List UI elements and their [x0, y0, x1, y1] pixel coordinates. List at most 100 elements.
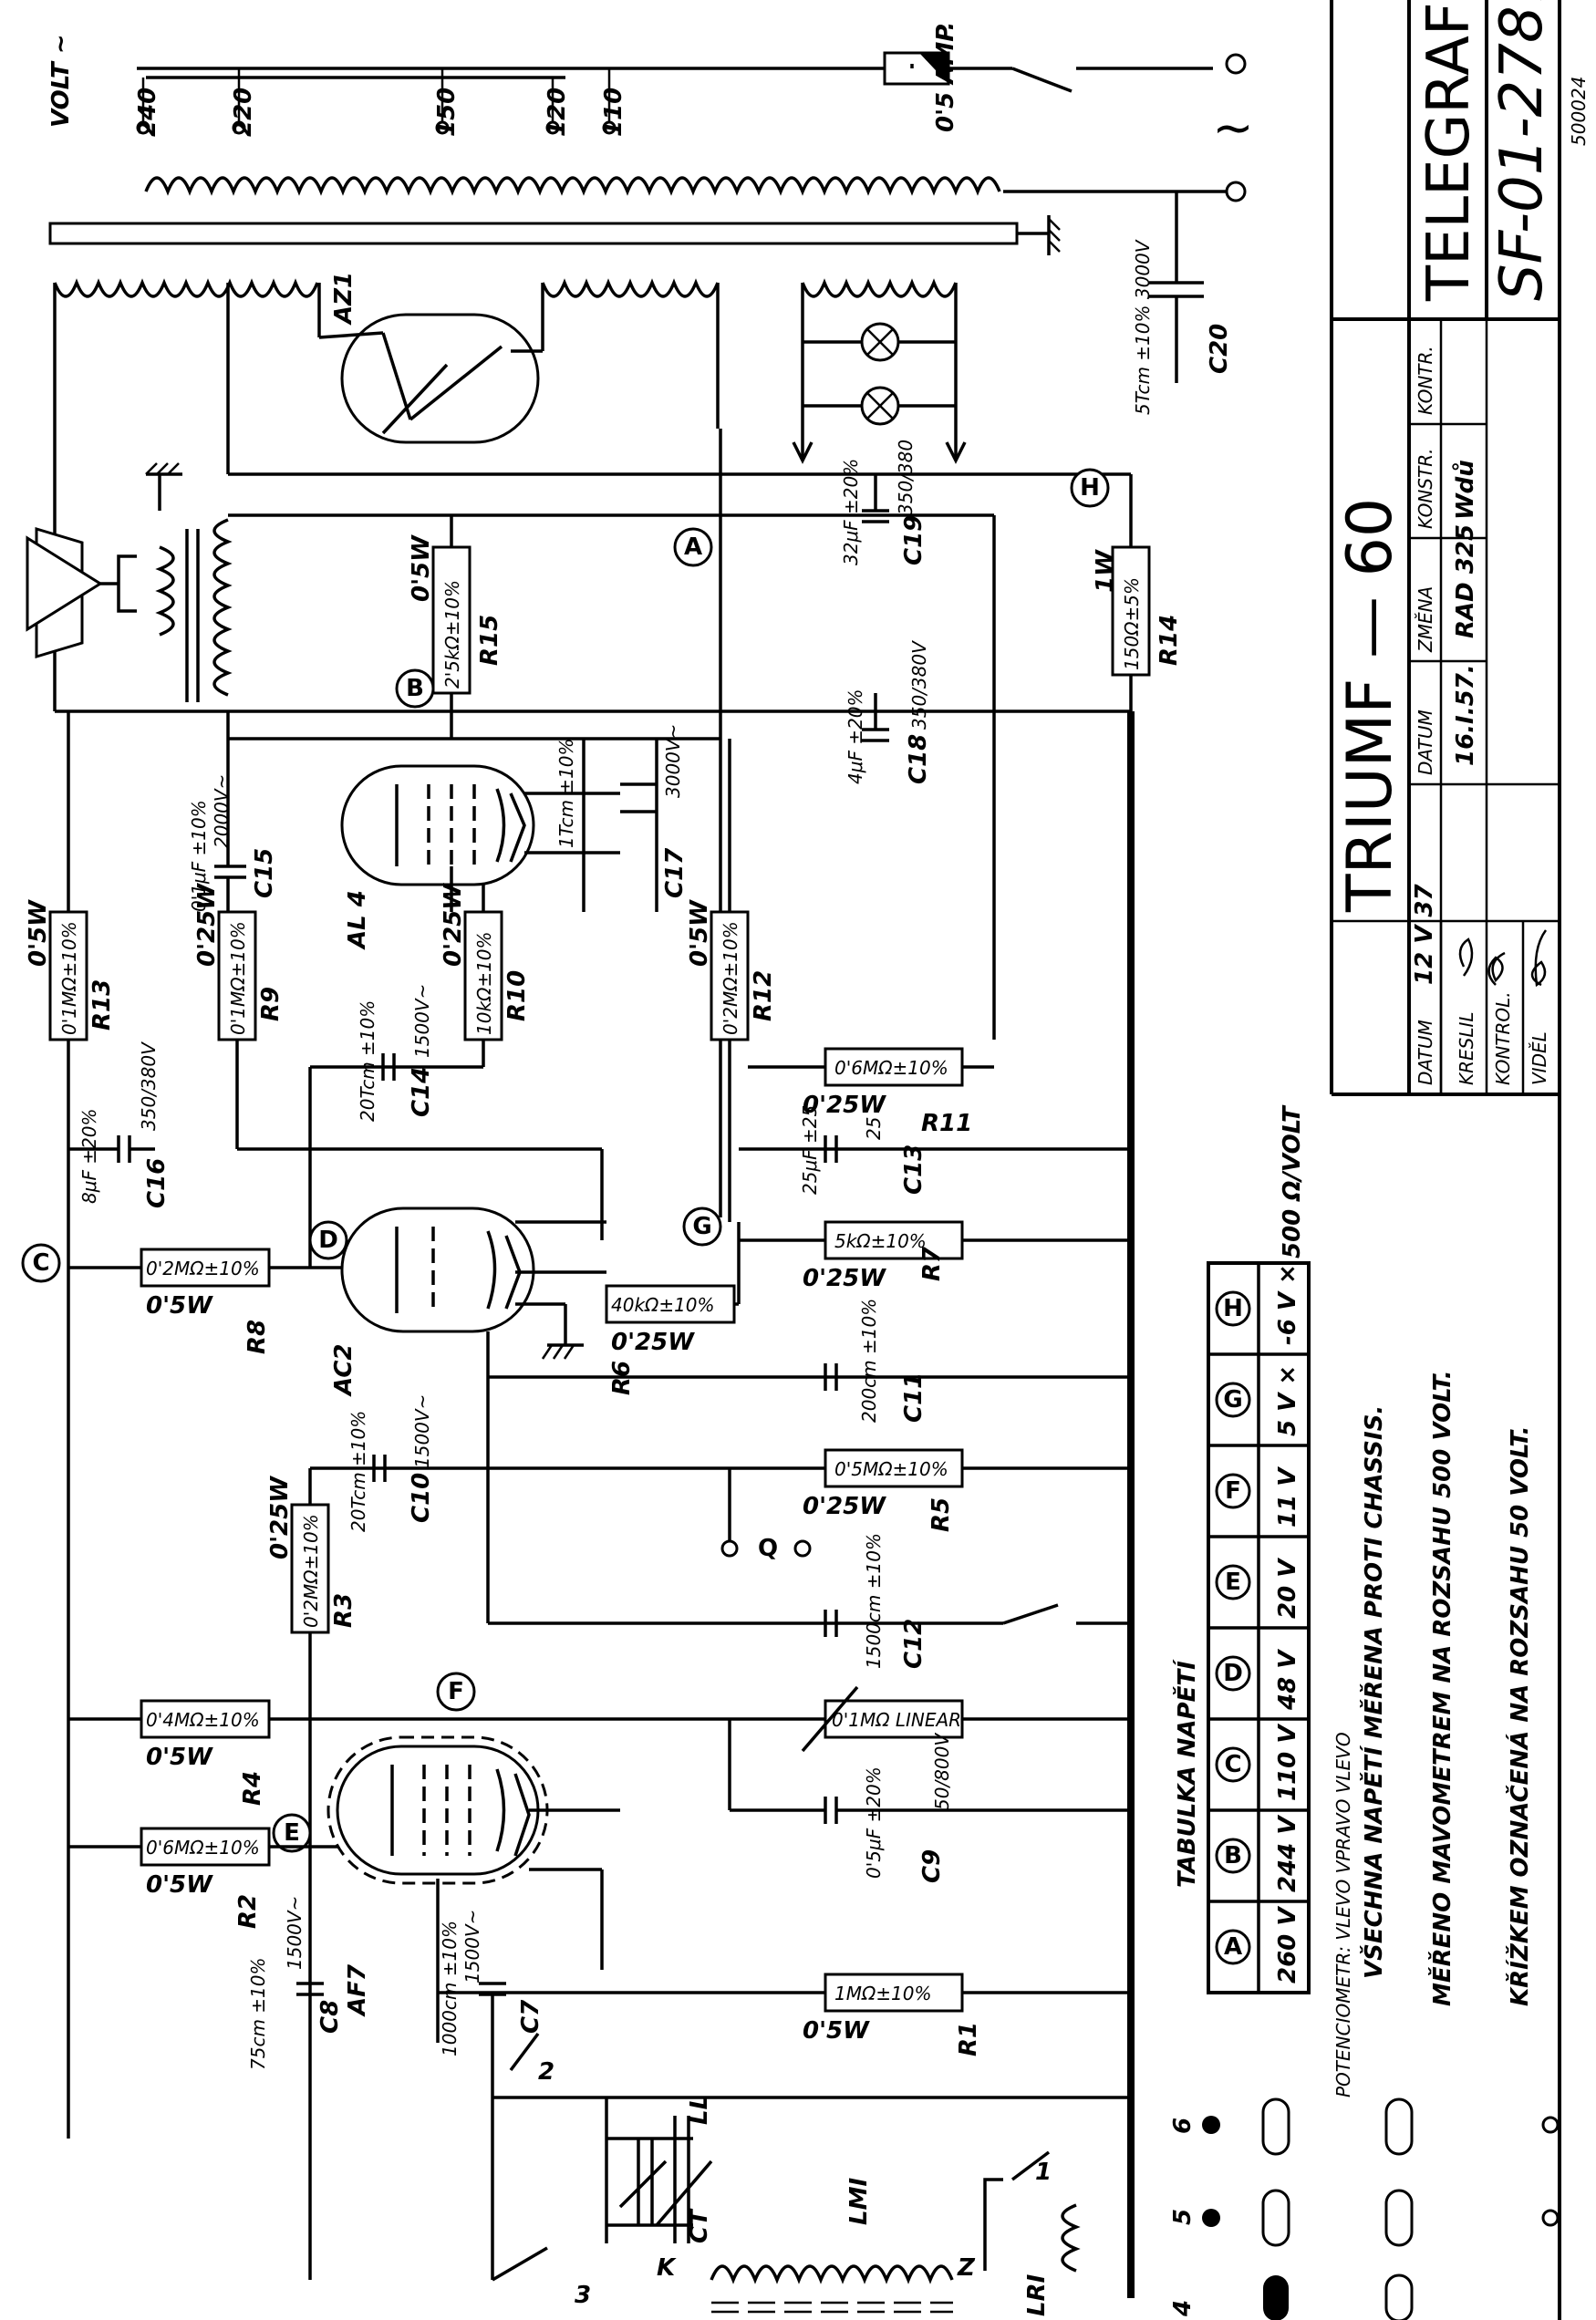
company-name: TELEGRAFIA	[1415, 0, 1483, 302]
svg-text:C10: C10	[408, 1473, 435, 1523]
svg-text:0'5W: 0'5W	[146, 1292, 213, 1320]
svg-text:0'4MΩ±10%: 0'4MΩ±10%	[146, 1709, 260, 1731]
hv-winding	[541, 278, 720, 298]
svg-text:20Tcm ±10%: 20Tcm ±10%	[357, 1000, 378, 1122]
heater-winding-lamps	[801, 278, 958, 298]
svg-text:R4: R4	[239, 1771, 266, 1806]
svg-text:C13: C13	[900, 1144, 928, 1195]
af7-plate-network: 0'2MΩ±10% 0'25W R3 0'4MΩ±10% 0'5W R4 F 0…	[68, 1468, 1131, 2280]
svg-text:KONSTR.: KONSTR.	[1415, 449, 1436, 529]
potentiometer	[824, 1699, 964, 1739]
svg-text:R15: R15	[476, 615, 503, 666]
svg-text:R5: R5	[928, 1497, 955, 1532]
svg-text:0'5W: 0'5W	[25, 899, 52, 967]
svg-text:5: 5	[1169, 2209, 1197, 2225]
tube-az1: AZ1	[228, 272, 1131, 476]
voltage-table: TABULKA NAPĚTÍ A B C D E F G H 260 V 244…	[1172, 1104, 1534, 2097]
svg-text:KONTR.: KONTR.	[1415, 346, 1436, 415]
svg-text:3: 3	[575, 2282, 591, 2309]
voltage-taps: 240 220 150 120 110 VOLT ~	[47, 34, 627, 137]
svg-text:75cm ±10%: 75cm ±10%	[247, 1958, 269, 2071]
svg-text:C15: C15	[251, 848, 278, 898]
tap-220: 220	[230, 88, 257, 137]
svg-text:C14: C14	[408, 1067, 435, 1117]
svg-text:C19: C19	[900, 515, 928, 565]
side-number: 500024	[1568, 77, 1590, 146]
svg-text:200cm ±10%: 200cm ±10%	[858, 1299, 880, 1423]
tube-af7: AF7 E	[272, 1735, 620, 2017]
svg-text:1500V~: 1500V~	[461, 1910, 483, 1983]
svg-text:C11: C11	[900, 1372, 928, 1423]
svg-text:0'1μF ±10%: 0'1μF ±10%	[188, 800, 210, 912]
svg-text:KONTROL.: KONTROL.	[1492, 991, 1514, 1085]
node-b: B	[406, 675, 424, 702]
svg-text:R3: R3	[330, 1593, 358, 1628]
svg-text:32μF ±20%: 32μF ±20%	[840, 459, 862, 565]
svg-text:4μF ±20%: 4μF ±20%	[845, 689, 866, 784]
r12	[710, 910, 750, 1041]
svg-text:0'2MΩ±10%: 0'2MΩ±10%	[146, 1258, 260, 1279]
svg-text:KRESLIL: KRESLIL	[1456, 1011, 1477, 1085]
svg-text:LMI: LMI	[845, 2178, 873, 2225]
svg-text:B: B	[1224, 1842, 1242, 1869]
tap-110: 110	[600, 88, 627, 137]
svg-text:0'1MΩ LINEAR: 0'1MΩ LINEAR	[832, 1709, 961, 1731]
al4-label: AL 4	[344, 890, 371, 950]
az1-label: AZ1	[330, 272, 358, 326]
signature-videl	[1530, 929, 1548, 988]
svg-text:0'6MΩ±10%: 0'6MΩ±10%	[146, 1837, 260, 1859]
r3	[290, 1503, 330, 1634]
node-e: E	[284, 1819, 300, 1847]
svg-text:G: G	[1223, 1386, 1242, 1414]
tone-switch	[1002, 1603, 1059, 1625]
svg-text:0'5MΩ±10%: 0'5MΩ±10%	[834, 1458, 948, 1480]
voltage-table-title: TABULKA NAPĚTÍ	[1172, 1659, 1201, 1888]
voltage-table-headers: A B C D E F G H	[1215, 1290, 1251, 1965]
lmi-coil	[710, 2264, 954, 2284]
note-3: KŘÍŽKEM OZNAČENÁ NA ROZSAHU 50 VOLT.	[1505, 1426, 1534, 2006]
svg-text:0'25W: 0'25W	[611, 1329, 695, 1356]
transformer-core	[48, 222, 1019, 245]
svg-text:Z: Z	[957, 2254, 976, 2282]
node-g: G	[692, 1213, 711, 1240]
drawing-number: SF-01-2787	[1488, 0, 1556, 301]
svg-text:1Tcm ±10%: 1Tcm ±10%	[555, 738, 577, 848]
svg-text:244 V: 244 V	[1274, 1815, 1301, 1892]
heater-winding-az1	[53, 278, 319, 298]
node-c: C	[32, 1249, 49, 1277]
svg-text:50/800V: 50/800V	[931, 1733, 953, 1810]
svg-text:6: 6	[1169, 2118, 1197, 2134]
svg-text:48 V: 48 V	[1274, 1649, 1301, 1711]
svg-text:0'2MΩ±10%: 0'2MΩ±10%	[720, 921, 741, 1035]
fuse-mark	[919, 53, 948, 84]
r10	[463, 910, 503, 1041]
svg-text:R9: R9	[257, 987, 285, 1021]
svg-text:-6 V ×: -6 V ×	[1274, 1264, 1301, 1345]
svg-text:CT: CT	[686, 2208, 713, 2243]
node-d: D	[318, 1227, 338, 1254]
svg-text:20Tcm ±10%: 20Tcm ±10%	[347, 1411, 369, 1532]
svg-text:0'25W: 0'25W	[193, 883, 221, 967]
tap-150: 150	[433, 88, 461, 137]
af7-label: AF7	[344, 1963, 371, 2017]
rf-input-section: 2 LL CT 1 LMI K Z 3 LRI	[492, 2032, 1131, 2316]
svg-text:350/380V: 350/380V	[908, 640, 930, 730]
svg-text:C9: C9	[918, 1849, 946, 1883]
power-supply-filter: A 32μF ±20% 350/380 C19 H 4μF ±20% 350/3…	[55, 429, 1133, 1217]
svg-text:ZMĚNA: ZMĚNA	[1415, 586, 1436, 653]
svg-text:0'1MΩ±10%: 0'1MΩ±10%	[58, 921, 80, 1035]
svg-text:R11: R11	[921, 1110, 972, 1137]
svg-text:R1: R1	[955, 2022, 982, 2056]
svg-text:16.I.57.: 16.I.57.	[1452, 664, 1479, 766]
svg-text:2: 2	[538, 2058, 554, 2086]
r11	[824, 1047, 964, 1087]
tap-120: 120	[544, 88, 571, 137]
ground-symbol-core	[1047, 215, 1061, 255]
node-q: Q	[758, 1535, 778, 1562]
signature-kreslil	[1458, 937, 1474, 977]
band-switch: 4 5 6	[1169, 2097, 1560, 2320]
svg-text:25: 25	[863, 1117, 885, 1140]
r15: 2'5kΩ±10% 0'5W R15 B	[395, 515, 503, 739]
svg-text:1500V~: 1500V~	[411, 984, 433, 1058]
ac2-label: AC2	[330, 1344, 358, 1398]
